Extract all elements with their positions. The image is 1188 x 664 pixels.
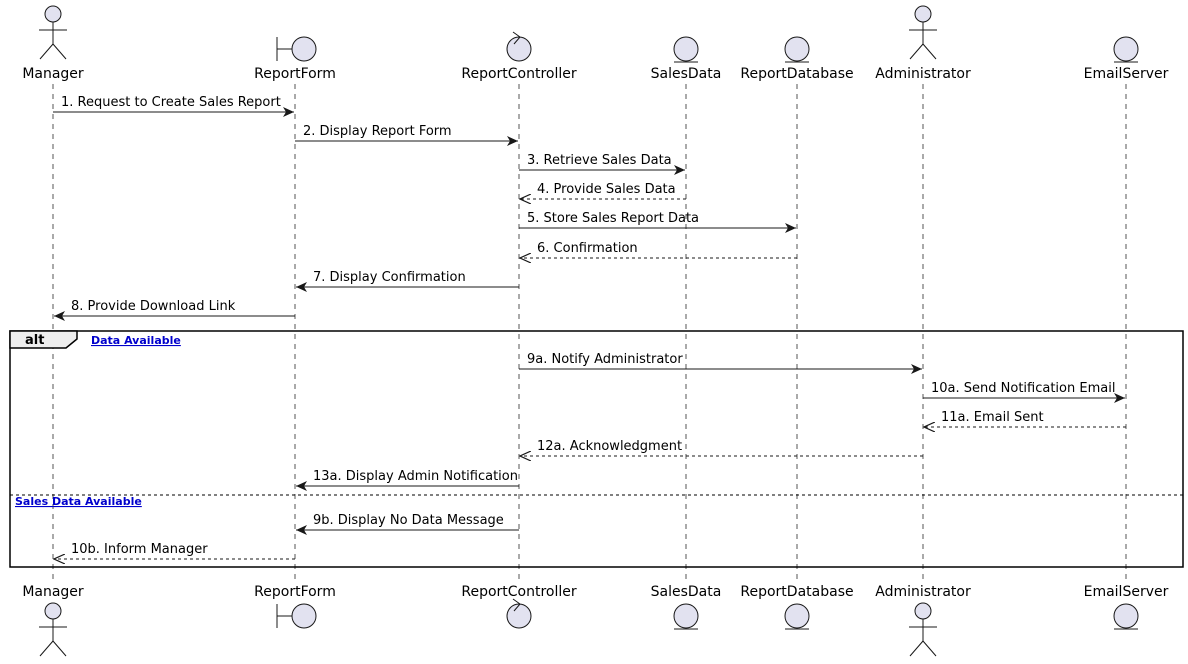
message-label: 9a. Notify Administrator bbox=[527, 352, 683, 367]
entity-icon bbox=[1113, 603, 1139, 630]
participants: ManagerManagerReportFormReportFormReport… bbox=[22, 5, 1169, 657]
message-label: 6. Confirmation bbox=[537, 241, 638, 256]
boundary-icon bbox=[276, 36, 317, 62]
entity-icon bbox=[784, 36, 810, 63]
lifelines bbox=[52, 84, 1127, 583]
messages: 1. Request to Create Sales Report 2. Disp… bbox=[53, 95, 1126, 559]
participant-administrator-bottom: Administrator bbox=[875, 584, 971, 657]
message: 11a. Email Sent bbox=[924, 410, 1126, 427]
message: 7. Display Confirmation bbox=[296, 270, 519, 292]
message: 4. Provide Sales Data bbox=[520, 182, 686, 199]
participant-name: EmailServer bbox=[1084, 66, 1169, 82]
message-label: 8. Provide Download Link bbox=[71, 299, 236, 314]
participant-name: ReportDatabase bbox=[740, 584, 853, 600]
participant-manager-bottom: Manager bbox=[22, 584, 84, 657]
actor-icon bbox=[909, 5, 937, 60]
message: 9a. Notify Administrator bbox=[519, 352, 922, 374]
participant-name: SalesData bbox=[651, 584, 722, 600]
fragment-frame bbox=[9, 330, 1184, 568]
message: 13a. Display Admin Notification bbox=[296, 469, 519, 491]
message: 9b. Display No Data Message bbox=[296, 513, 519, 535]
entity-icon bbox=[1113, 36, 1139, 63]
message: 6. Confirmation bbox=[520, 241, 797, 258]
participant-reportdatabase-top: ReportDatabase bbox=[740, 36, 854, 82]
participant-name: Manager bbox=[22, 584, 84, 600]
actor-icon bbox=[909, 602, 937, 657]
participant-name: ReportController bbox=[461, 584, 577, 600]
fragment-guard[interactable]: Sales Data Available bbox=[15, 495, 142, 508]
message-label: 13a. Display Admin Notification bbox=[313, 469, 518, 484]
message-label: 11a. Email Sent bbox=[941, 410, 1044, 425]
participant-emailserver-top: EmailServer bbox=[1084, 36, 1169, 82]
participant-name: EmailServer bbox=[1084, 584, 1169, 600]
message: 1. Request to Create Sales Report bbox=[53, 95, 294, 117]
participant-administrator-top: Administrator bbox=[875, 5, 971, 82]
message: 5. Store Sales Report Data bbox=[519, 211, 796, 233]
participant-emailserver-bottom: EmailServer bbox=[1084, 584, 1169, 630]
participant-name: SalesData bbox=[651, 66, 722, 82]
participant-salesdata-bottom: SalesData bbox=[651, 584, 722, 630]
message: 10b. Inform Manager bbox=[54, 542, 295, 559]
entity-icon bbox=[673, 603, 699, 630]
message-label: 1. Request to Create Sales Report bbox=[61, 95, 281, 110]
participant-name: ReportController bbox=[461, 66, 577, 82]
message: 8. Provide Download Link bbox=[54, 299, 295, 321]
participant-reportdatabase-bottom: ReportDatabase bbox=[740, 584, 854, 630]
participant-reportform-bottom: ReportForm bbox=[254, 584, 336, 629]
fragment-guard[interactable]: Data Available bbox=[91, 334, 181, 347]
message-label: 5. Store Sales Report Data bbox=[527, 211, 699, 226]
message: 2. Display Report Form bbox=[295, 124, 518, 146]
message: 12a. Acknowledgment bbox=[520, 439, 923, 456]
message-label: 9b. Display No Data Message bbox=[313, 513, 504, 528]
message-label: 4. Provide Sales Data bbox=[537, 182, 676, 197]
message: 10a. Send Notification Email bbox=[923, 381, 1125, 403]
participant-name: ReportForm bbox=[254, 66, 336, 82]
participant-name: Administrator bbox=[875, 584, 971, 600]
participant-name: ReportDatabase bbox=[740, 66, 853, 82]
message-label: 10b. Inform Manager bbox=[71, 542, 208, 557]
participant-reportcontroller-top: ReportController bbox=[461, 31, 577, 82]
message-label: 2. Display Report Form bbox=[303, 124, 452, 139]
participant-name: ReportForm bbox=[254, 584, 336, 600]
participant-manager-top: Manager bbox=[22, 5, 84, 82]
message-label: 7. Display Confirmation bbox=[313, 270, 466, 285]
fragment-tab bbox=[9, 330, 78, 349]
participant-reportform-top: ReportForm bbox=[254, 36, 336, 82]
message-label: 12a. Acknowledgment bbox=[537, 439, 682, 454]
participant-reportcontroller-bottom: ReportController bbox=[461, 584, 577, 629]
message-label: 10a. Send Notification Email bbox=[931, 381, 1115, 396]
control-icon bbox=[506, 598, 532, 629]
message-label: 3. Retrieve Sales Data bbox=[527, 153, 672, 168]
boundary-icon bbox=[276, 603, 317, 629]
participant-salesdata-top: SalesData bbox=[651, 36, 722, 82]
message: 3. Retrieve Sales Data bbox=[519, 153, 685, 175]
fragment-operator: alt bbox=[25, 333, 44, 348]
entity-icon bbox=[673, 36, 699, 63]
actor-icon bbox=[39, 5, 67, 60]
participant-name: Administrator bbox=[875, 66, 971, 82]
participant-name: Manager bbox=[22, 66, 84, 82]
actor-icon bbox=[39, 602, 67, 657]
control-icon bbox=[506, 31, 532, 62]
entity-icon bbox=[784, 603, 810, 630]
